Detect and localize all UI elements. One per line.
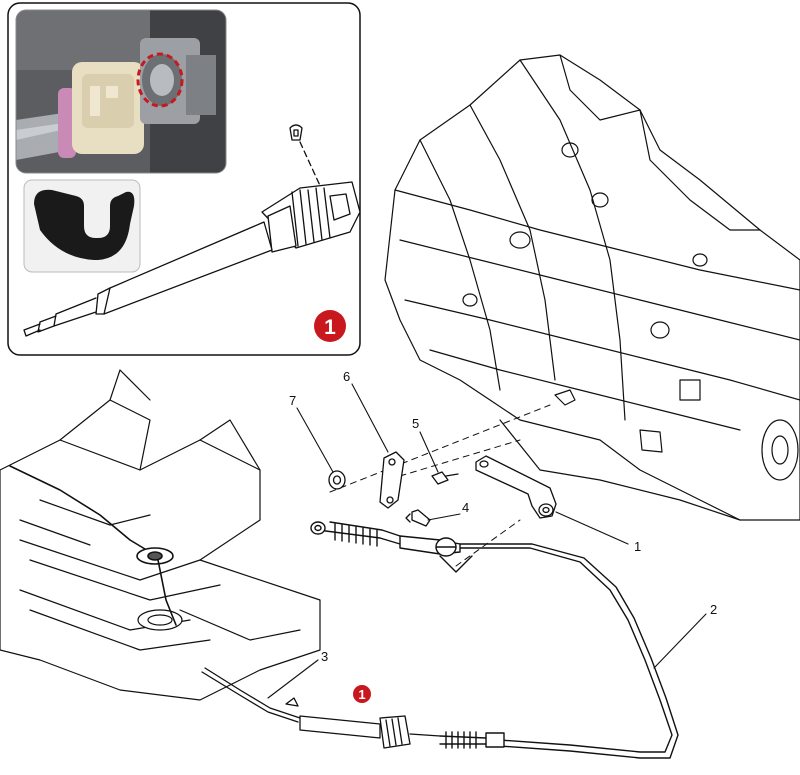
svg-text:1: 1 xyxy=(358,687,365,702)
connector-photo xyxy=(15,9,227,174)
shift-lever xyxy=(379,451,405,509)
callout-leader-lines xyxy=(267,383,707,699)
cable-end-line-drawing xyxy=(23,124,361,337)
callout-3: 3 xyxy=(321,649,328,664)
callout-1: 1 xyxy=(634,539,641,554)
shifter-cable-upper xyxy=(9,465,177,626)
transmission-shift-cable xyxy=(310,521,679,759)
cable-retainer-clip xyxy=(405,509,431,527)
callout-5: 5 xyxy=(412,416,419,431)
vehicle-floor-pan xyxy=(0,369,321,701)
callout-2: 2 xyxy=(710,602,717,617)
bracket-bolt xyxy=(431,471,459,485)
transmission-housing xyxy=(384,54,800,521)
alignment-dashed-lines xyxy=(329,404,551,567)
callout-4: 4 xyxy=(462,500,469,515)
svg-text:1: 1 xyxy=(324,316,336,339)
lever-nut xyxy=(328,470,346,490)
detail-inset-panel: 1 xyxy=(7,2,361,356)
callout-7: 7 xyxy=(289,393,296,408)
cable-step-marker: 1 xyxy=(353,685,371,703)
callout-6: 6 xyxy=(343,369,350,384)
inset-step-marker: 1 xyxy=(314,310,346,342)
retainer-clip-photo xyxy=(23,179,141,273)
callout-labels: 1 2 3 4 5 6 7 xyxy=(289,369,717,664)
cable-bracket xyxy=(475,455,557,519)
shifter-cable-end-assembly xyxy=(201,667,441,749)
